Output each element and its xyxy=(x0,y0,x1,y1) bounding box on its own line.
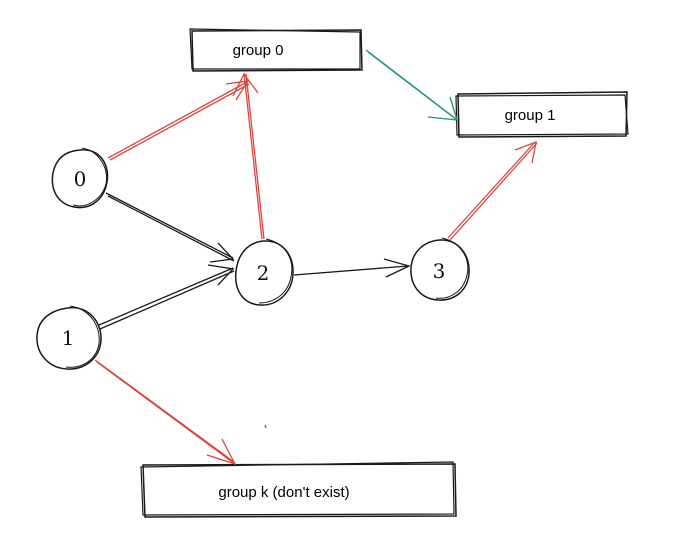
edge-node1-to-node2 xyxy=(98,264,235,330)
group-k-box: group k (don't exist) xyxy=(140,461,457,518)
group-0-label: group 0 xyxy=(233,42,284,59)
node-3-label: 3 xyxy=(433,259,446,283)
edge-node0-to-group0 xyxy=(107,80,250,161)
edge-node2-to-group0 xyxy=(232,72,265,240)
group-k-label: group k (don't exist) xyxy=(218,484,349,501)
edge-group0-to-group1 xyxy=(365,49,458,121)
edge-node0-to-node2 xyxy=(105,192,235,263)
node-0: 0 xyxy=(51,147,109,209)
node-0-label: 0 xyxy=(74,167,87,191)
group-1-label: group 1 xyxy=(505,107,556,124)
node-1-label: 1 xyxy=(62,326,75,350)
stray-mark xyxy=(264,424,267,429)
node-2: 2 xyxy=(234,238,294,306)
node-2-label: 2 xyxy=(257,261,270,285)
edge-node2-to-node3 xyxy=(293,258,411,278)
edge-node1-to-groupk xyxy=(94,359,237,466)
group-0-box: group 0 xyxy=(189,28,363,72)
group-1-box: group 1 xyxy=(455,91,629,138)
node-3: 3 xyxy=(410,237,470,301)
node-1: 1 xyxy=(36,305,102,370)
edge-node3-to-group1 xyxy=(447,140,538,241)
